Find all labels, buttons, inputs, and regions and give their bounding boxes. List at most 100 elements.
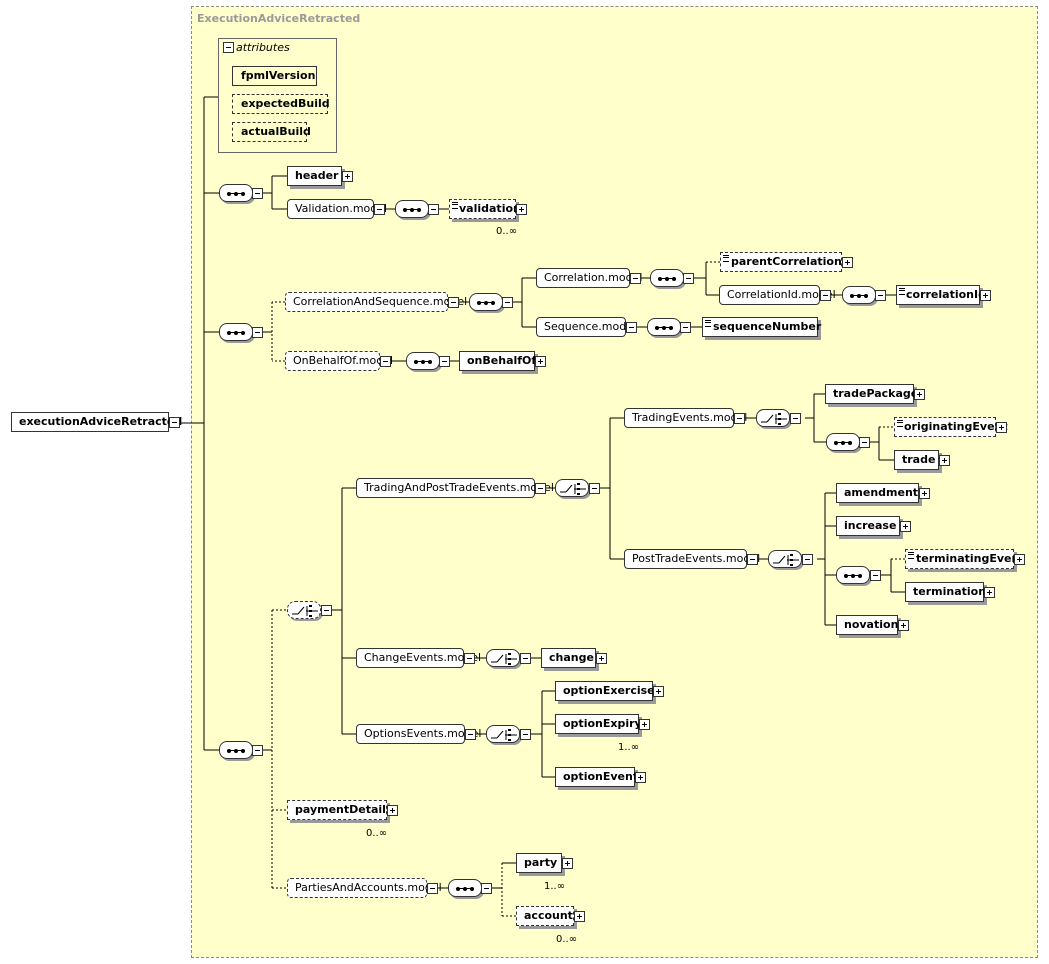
element-correlation-id[interactable]: correlationId bbox=[896, 285, 986, 305]
group-parties-and-accounts-model[interactable]: PartiesAndAccounts.model bbox=[287, 878, 442, 898]
expand-icon[interactable] bbox=[562, 858, 573, 869]
root-element[interactable]: executionAdviceRetracted bbox=[11, 412, 182, 432]
expand-icon[interactable] bbox=[939, 455, 950, 466]
collapse-icon[interactable] bbox=[630, 273, 641, 284]
group-trading-events-model[interactable]: TradingEvents.model bbox=[624, 408, 747, 428]
group-correlation-id-model[interactable]: CorrelationId.model bbox=[719, 285, 836, 305]
collapse-icon[interactable] bbox=[790, 413, 801, 424]
collapse-icon[interactable] bbox=[520, 653, 531, 664]
collapse-icon[interactable] bbox=[683, 273, 694, 284]
collapse-icon[interactable] bbox=[427, 883, 438, 894]
element-change[interactable]: change bbox=[541, 648, 596, 668]
collapse-icon[interactable] bbox=[428, 204, 439, 215]
group-sequence-model[interactable]: Sequence.model bbox=[536, 317, 636, 337]
collapse-icon[interactable] bbox=[734, 413, 745, 424]
collapse-icon[interactable] bbox=[448, 297, 459, 308]
collapse-icon[interactable] bbox=[680, 322, 691, 333]
expand-icon[interactable] bbox=[653, 686, 664, 697]
element-option-event[interactable]: optionEvent bbox=[555, 767, 638, 787]
attribute-expectedbuild[interactable]: expectedBuild bbox=[232, 94, 330, 114]
expand-icon[interactable] bbox=[996, 422, 1007, 433]
choice-compositor-icon[interactable] bbox=[287, 601, 321, 619]
element-termination[interactable]: termination bbox=[905, 582, 986, 602]
sequence-compositor-icon[interactable] bbox=[448, 879, 482, 897]
expand-icon[interactable] bbox=[914, 389, 925, 400]
expand-icon[interactable] bbox=[535, 356, 546, 367]
sequence-compositor-icon[interactable] bbox=[406, 352, 440, 370]
collapse-icon[interactable] bbox=[252, 327, 263, 338]
element-trade[interactable]: trade bbox=[894, 450, 939, 470]
group-correlation-and-sequence-model[interactable]: CorrelationAndSequence.model bbox=[285, 292, 467, 312]
group-trading-and-post-trade-events-model[interactable]: TradingAndPostTradeEvents.model bbox=[356, 478, 554, 498]
expand-icon[interactable] bbox=[898, 620, 909, 631]
collapse-icon[interactable] bbox=[535, 483, 546, 494]
collapse-icon[interactable] bbox=[502, 297, 513, 308]
expand-icon[interactable] bbox=[574, 911, 585, 922]
sequence-compositor-icon[interactable] bbox=[650, 269, 684, 287]
group-correlation-model[interactable]: Correlation.model bbox=[536, 268, 642, 288]
collapse-icon[interactable] bbox=[875, 290, 886, 301]
expand-icon[interactable] bbox=[842, 257, 853, 268]
sequence-compositor-icon[interactable] bbox=[836, 566, 870, 584]
collapse-icon[interactable] bbox=[859, 437, 870, 448]
sequence-compositor-icon[interactable] bbox=[647, 318, 681, 336]
expand-icon[interactable] bbox=[596, 653, 607, 664]
element-header[interactable]: header bbox=[287, 166, 342, 186]
collapse-icon[interactable] bbox=[481, 883, 492, 894]
choice-compositor-icon[interactable] bbox=[486, 649, 520, 667]
choice-compositor-icon[interactable] bbox=[756, 409, 790, 427]
element-trade-package[interactable]: tradePackage bbox=[825, 384, 918, 404]
sequence-compositor-icon[interactable] bbox=[219, 323, 253, 341]
expand-icon[interactable] bbox=[980, 290, 991, 301]
collapse-icon[interactable] bbox=[321, 605, 332, 616]
group-change-events-model[interactable]: ChangeEvents.model bbox=[356, 648, 481, 668]
collapse-icon[interactable] bbox=[520, 729, 531, 740]
expand-icon[interactable] bbox=[900, 521, 911, 532]
element-option-exercise[interactable]: optionExercise bbox=[555, 681, 655, 701]
collapse-icon[interactable] bbox=[223, 42, 234, 53]
element-parent-correlation-id[interactable]: parentCorrelationId bbox=[720, 252, 854, 272]
expand-icon[interactable] bbox=[342, 171, 353, 182]
collapse-icon[interactable] bbox=[802, 554, 813, 565]
collapse-icon[interactable] bbox=[626, 322, 637, 333]
collapse-icon[interactable] bbox=[589, 483, 600, 494]
sequence-compositor-icon[interactable] bbox=[469, 293, 503, 311]
sequence-compositor-icon[interactable] bbox=[826, 433, 860, 451]
group-on-behalf-of-model[interactable]: OnBehalfOf.model bbox=[285, 351, 393, 371]
expand-icon[interactable] bbox=[639, 719, 650, 730]
choice-compositor-icon[interactable] bbox=[486, 725, 520, 743]
expand-icon[interactable] bbox=[1014, 554, 1025, 565]
sequence-compositor-icon[interactable] bbox=[219, 184, 253, 202]
expand-icon[interactable] bbox=[516, 204, 527, 215]
element-option-expiry[interactable]: optionExpiry bbox=[555, 714, 642, 734]
sequence-compositor-icon[interactable] bbox=[395, 200, 429, 218]
element-account[interactable]: account bbox=[516, 906, 574, 926]
element-amendment[interactable]: amendment bbox=[836, 483, 919, 503]
collapse-icon[interactable] bbox=[252, 188, 263, 199]
collapse-icon[interactable] bbox=[169, 417, 180, 428]
sequence-compositor-icon[interactable] bbox=[219, 741, 253, 759]
collapse-icon[interactable] bbox=[439, 356, 450, 367]
group-post-trade-events-model[interactable]: PostTradeEvents.model bbox=[624, 549, 760, 569]
element-on-behalf-of[interactable]: onBehalfOf bbox=[459, 351, 536, 371]
collapse-icon[interactable] bbox=[380, 356, 391, 367]
sequence-compositor-icon[interactable] bbox=[842, 286, 876, 304]
expand-icon[interactable] bbox=[387, 805, 398, 816]
collapse-icon[interactable] bbox=[464, 653, 475, 664]
group-validation-model[interactable]: Validation.model bbox=[287, 199, 387, 219]
element-novation[interactable]: novation bbox=[836, 615, 898, 635]
element-party[interactable]: party bbox=[516, 853, 562, 873]
expand-icon[interactable] bbox=[984, 587, 995, 598]
attribute-fpmlversion[interactable]: fpmlVersion bbox=[232, 66, 317, 86]
collapse-icon[interactable] bbox=[747, 554, 758, 565]
collapse-icon[interactable] bbox=[252, 745, 263, 756]
element-payment-details[interactable]: paymentDetails bbox=[287, 800, 393, 820]
collapse-icon[interactable] bbox=[820, 290, 831, 301]
choice-compositor-icon[interactable] bbox=[768, 550, 802, 568]
element-increase[interactable]: increase bbox=[836, 516, 900, 536]
expand-icon[interactable] bbox=[635, 772, 646, 783]
choice-compositor-icon[interactable] bbox=[555, 479, 589, 497]
collapse-icon[interactable] bbox=[870, 570, 881, 581]
expand-icon[interactable] bbox=[919, 488, 930, 499]
element-originating-event[interactable]: originatingEvent bbox=[894, 417, 1008, 437]
